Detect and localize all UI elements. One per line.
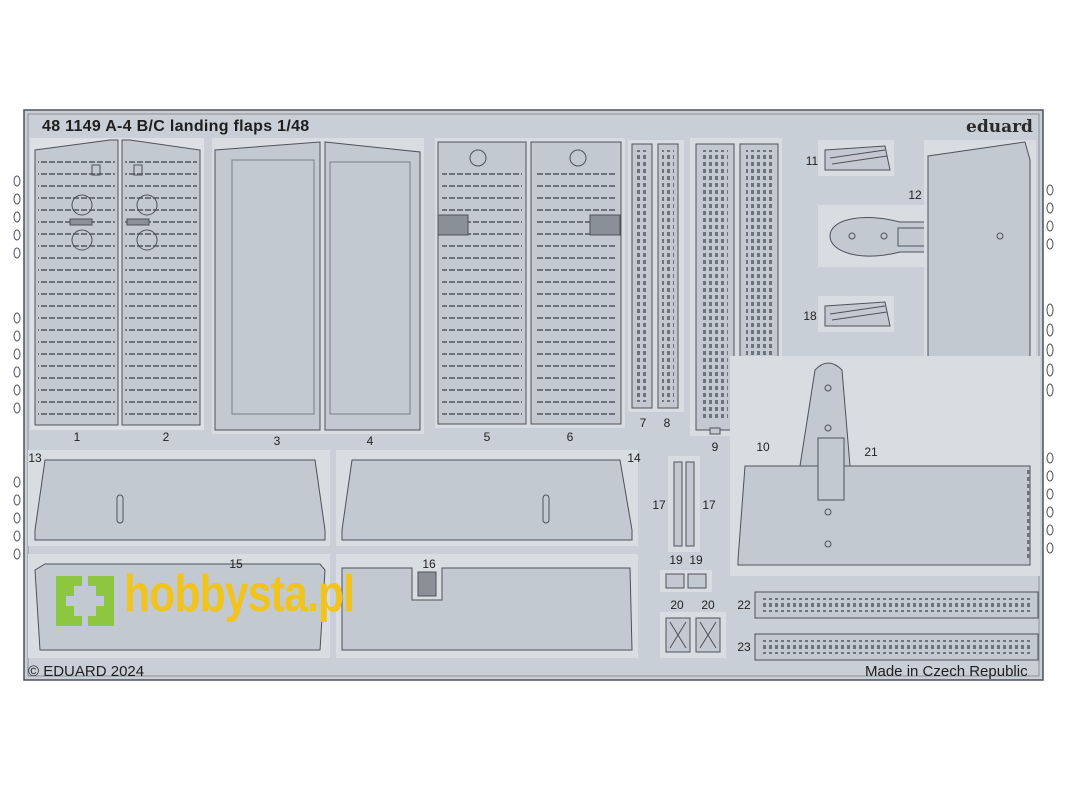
part-number-4: 4 xyxy=(366,434,374,448)
part-number-19b: 19 xyxy=(689,553,703,567)
part-number-7: 7 xyxy=(639,416,647,430)
part-number-18: 18 xyxy=(803,309,817,323)
part-number-2: 2 xyxy=(162,430,170,444)
part-5-6 xyxy=(435,138,625,428)
part-number-1: 1 xyxy=(73,430,81,444)
sheet-title: 48 1149 A-4 B/C landing flaps 1/48 xyxy=(42,118,310,135)
part-number-15: 15 xyxy=(229,557,243,571)
part-number-14: 14 xyxy=(627,451,641,465)
part-21 xyxy=(730,356,1040,576)
part-3-4 xyxy=(212,138,424,434)
part-22 xyxy=(754,591,1039,619)
part-number-19a: 19 xyxy=(669,553,683,567)
puzzle-bracket-logo-icon xyxy=(56,576,114,626)
part-7-8 xyxy=(628,140,684,412)
part-number-23: 23 xyxy=(737,640,751,654)
brand-logo-text: eduard xyxy=(966,117,1033,137)
part-number-13: 13 xyxy=(28,451,42,465)
part-11 xyxy=(818,140,894,176)
part-23 xyxy=(754,633,1039,661)
part-number-8: 8 xyxy=(663,416,671,430)
part-number-22: 22 xyxy=(737,598,751,612)
part-number-5: 5 xyxy=(483,430,491,444)
part-1-2 xyxy=(30,138,204,430)
part-number-16: 16 xyxy=(422,557,436,571)
part-number-21: 21 xyxy=(864,445,878,459)
part-number-17a: 17 xyxy=(652,498,666,512)
watermark: hobbysta.pl xyxy=(52,565,355,638)
part-number-12: 12 xyxy=(908,188,922,202)
part-19 xyxy=(660,570,712,592)
part-12 xyxy=(818,205,929,267)
origin-text: Made in Czech Republic xyxy=(865,663,1028,680)
part-14 xyxy=(336,450,638,546)
part-number-10: 10 xyxy=(756,440,770,454)
part-20 xyxy=(660,612,726,658)
part-16 xyxy=(336,554,638,658)
part-number-9: 9 xyxy=(711,440,719,454)
copyright-text: © EDUARD 2024 xyxy=(28,663,145,680)
part-number-6: 6 xyxy=(566,430,574,444)
part-number-20b: 20 xyxy=(701,598,715,612)
part-number-20a: 20 xyxy=(670,598,684,612)
watermark-text: hobbysta.pl xyxy=(124,565,355,623)
part-number-3: 3 xyxy=(273,434,281,448)
part-number-17b: 17 xyxy=(702,498,716,512)
part-18 xyxy=(818,296,894,332)
part-13 xyxy=(28,450,330,546)
part-number-11: 11 xyxy=(805,154,819,168)
part-17 xyxy=(668,456,700,552)
